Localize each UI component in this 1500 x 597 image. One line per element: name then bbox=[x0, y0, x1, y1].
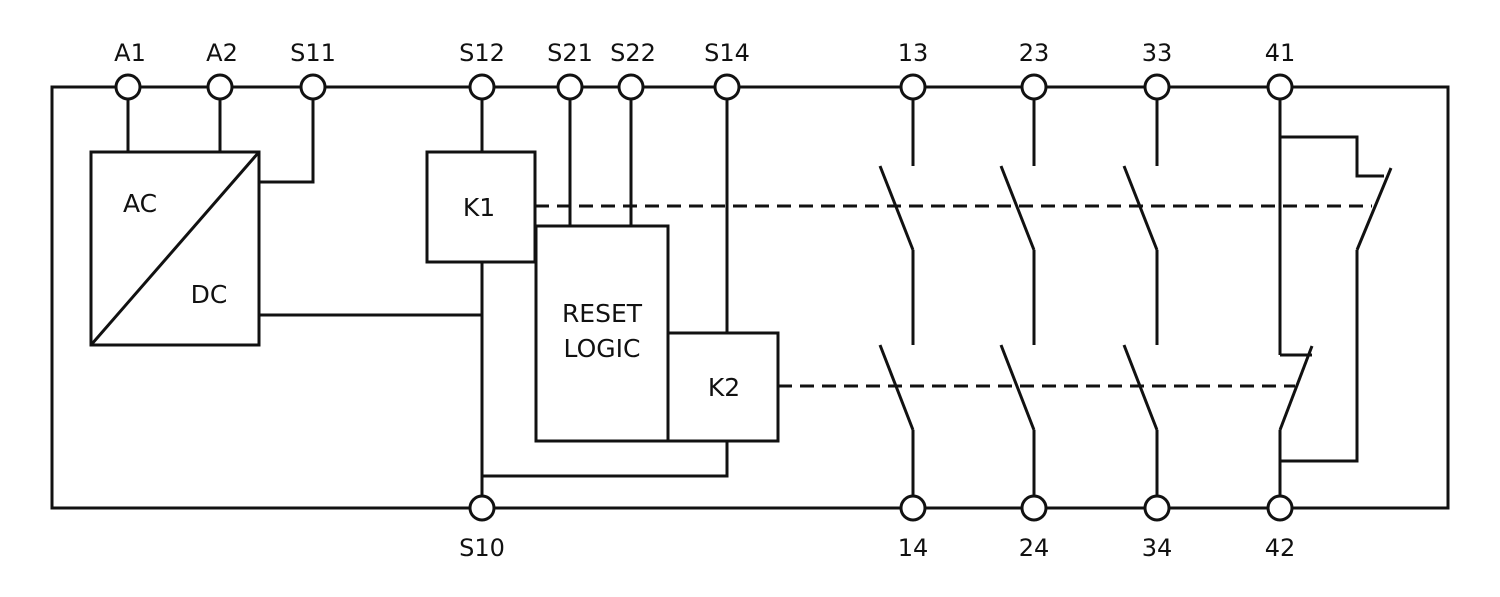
label-a1: A1 bbox=[114, 39, 146, 67]
contact-stack-33-34 bbox=[1122, 87, 1159, 508]
label-s11: S11 bbox=[290, 39, 336, 67]
terminal-24 bbox=[1020, 494, 1048, 522]
label-13: 13 bbox=[898, 39, 929, 67]
nc-contact-41-42 bbox=[1278, 87, 1393, 508]
terminal-s12 bbox=[468, 73, 496, 101]
relay-housing-outline bbox=[50, 85, 1450, 510]
contact-stack-13-14 bbox=[878, 87, 915, 508]
terminal-41 bbox=[1266, 73, 1294, 101]
terminal-s21 bbox=[556, 73, 584, 101]
terminal-s10 bbox=[468, 494, 496, 522]
label-24: 24 bbox=[1019, 534, 1050, 562]
label-s21: S21 bbox=[547, 39, 593, 67]
label-s12: S12 bbox=[459, 39, 505, 67]
psu-dc-label: DC bbox=[191, 280, 228, 309]
label-s10: S10 bbox=[459, 534, 505, 562]
bottom-terminal-labels: S10 14 24 34 42 bbox=[459, 534, 1295, 562]
contact-stack-23-24 bbox=[999, 87, 1036, 508]
k2-relay-coil bbox=[666, 331, 780, 443]
terminal-33 bbox=[1143, 73, 1171, 101]
terminal-a2 bbox=[206, 73, 234, 101]
k2-label: K2 bbox=[708, 373, 740, 402]
terminal-14 bbox=[899, 494, 927, 522]
terminal-s22 bbox=[617, 73, 645, 101]
bottom-terminals bbox=[468, 494, 1294, 522]
label-a2: A2 bbox=[206, 39, 238, 67]
control-section: K1 K2 RESET LOGIC bbox=[425, 87, 780, 508]
terminal-a1 bbox=[114, 73, 142, 101]
terminal-42 bbox=[1266, 494, 1294, 522]
psu-ac-label: AC bbox=[123, 189, 157, 218]
top-terminals bbox=[114, 73, 1294, 101]
label-34: 34 bbox=[1142, 534, 1173, 562]
label-41: 41 bbox=[1265, 39, 1296, 67]
k1-relay-coil bbox=[425, 150, 537, 264]
top-terminal-labels: A1 A2 S11 S12 S21 S22 S14 13 23 33 41 bbox=[114, 39, 1295, 67]
reset-logic-label-line2: LOGIC bbox=[564, 334, 641, 363]
label-23: 23 bbox=[1019, 39, 1050, 67]
power-supply-block: AC DC bbox=[89, 87, 482, 347]
label-42: 42 bbox=[1265, 534, 1296, 562]
terminal-34 bbox=[1143, 494, 1171, 522]
label-s22: S22 bbox=[610, 39, 656, 67]
reset-logic-label-line1: RESET bbox=[562, 299, 643, 328]
label-33: 33 bbox=[1142, 39, 1173, 67]
k1-label: K1 bbox=[463, 193, 495, 222]
terminal-s14 bbox=[713, 73, 741, 101]
terminal-23 bbox=[1020, 73, 1048, 101]
terminal-s11 bbox=[299, 73, 327, 101]
terminal-13 bbox=[899, 73, 927, 101]
label-14: 14 bbox=[898, 534, 929, 562]
reset-logic-block bbox=[534, 224, 670, 443]
label-s14: S14 bbox=[704, 39, 750, 67]
